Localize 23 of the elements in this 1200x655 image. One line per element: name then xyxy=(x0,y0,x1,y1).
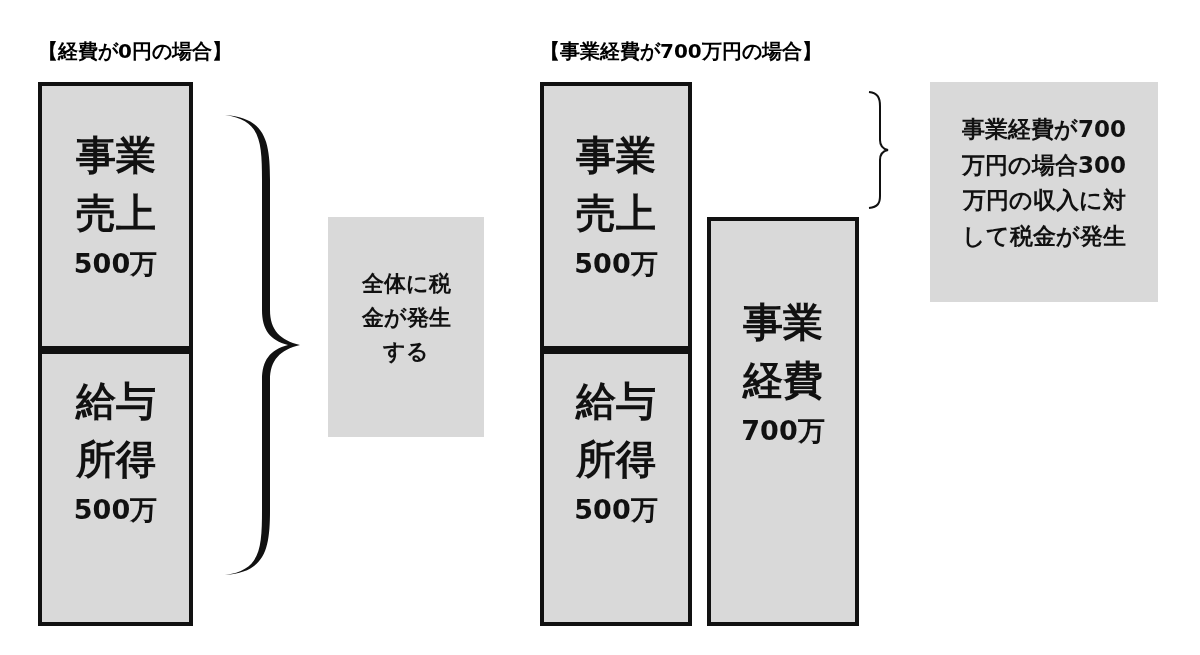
curly-brace xyxy=(868,91,889,209)
curly-brace xyxy=(225,115,300,575)
amount-text: 700万 xyxy=(741,414,825,448)
amount-block xyxy=(38,350,193,626)
block-title: 事業売上 xyxy=(575,131,657,238)
amount-text: 500万 xyxy=(73,247,158,281)
amount-block xyxy=(707,217,859,626)
amount-block xyxy=(38,82,193,350)
amount-text: 500万 xyxy=(574,493,658,527)
note-box xyxy=(328,217,484,437)
amount-text: 500万 xyxy=(574,247,658,281)
section-heading: 【経費が0円の場合】 xyxy=(38,38,232,65)
block-title: 給与所得 xyxy=(574,377,657,484)
note-box xyxy=(930,82,1158,302)
amount-block xyxy=(540,82,692,350)
section-heading: 【事業経費が700万円の場合】 xyxy=(540,38,822,65)
block-title: 事業売上 xyxy=(74,131,157,238)
block-title: 事業経費 xyxy=(741,298,824,405)
note-text: 事業経費が700万円の場合300万円の収入に対して税金が発生 xyxy=(961,115,1127,251)
note-text: 全体に税金が発生する xyxy=(360,270,452,367)
amount-block xyxy=(540,350,692,626)
block-title: 給与所得 xyxy=(74,377,157,484)
amount-text: 500万 xyxy=(73,493,158,527)
